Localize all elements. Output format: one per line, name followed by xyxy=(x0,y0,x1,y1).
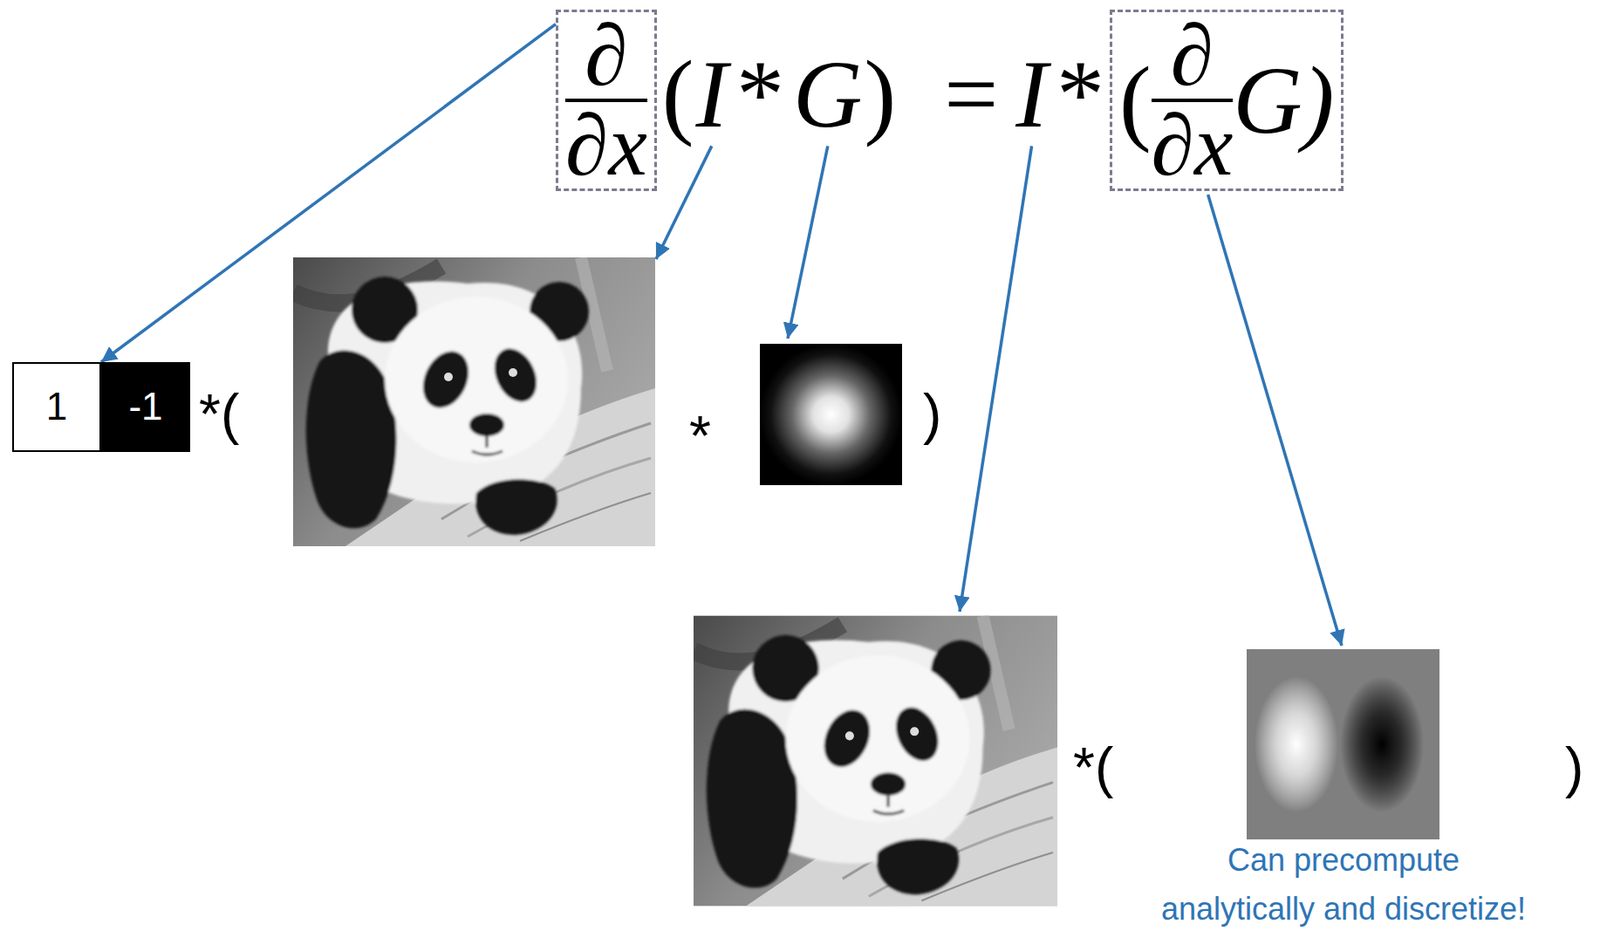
partial-symbol: ∂x xyxy=(565,103,648,187)
convolution-operator: * xyxy=(736,46,785,143)
leader-arrow xyxy=(1208,194,1342,646)
derivative-operator-box: ∂∂x xyxy=(555,9,657,192)
image-symbol: I xyxy=(695,46,728,143)
operator: *( xyxy=(1073,739,1114,796)
partial-symbol: ∂ xyxy=(1151,13,1234,97)
paren: ) xyxy=(923,386,942,443)
gaussian-kernel xyxy=(759,343,903,486)
panda-photo xyxy=(293,257,656,547)
panda-photo xyxy=(693,615,1058,907)
paren: ( xyxy=(662,46,695,143)
paren: ) xyxy=(1565,739,1584,796)
convolution-operator: * xyxy=(1056,46,1105,143)
derivative-of-gaussian-box: (∂∂xG) xyxy=(1109,9,1345,192)
filter-value: 1 xyxy=(46,385,68,428)
fraction: ∂∂x xyxy=(565,13,648,187)
leader-arrow xyxy=(656,145,712,260)
connector-arrow xyxy=(101,24,556,363)
operator: * xyxy=(689,408,712,465)
filter-cell: 1 xyxy=(12,362,102,452)
gaussian-symbol: G xyxy=(793,46,862,143)
gaussian-derivative-kernel xyxy=(1246,649,1440,840)
paren: ) xyxy=(864,46,897,143)
caption-note: Can precompute analytically and discreti… xyxy=(1158,835,1529,934)
fraction-bar xyxy=(565,98,648,103)
operator: *( xyxy=(198,386,240,443)
equals-sign: = xyxy=(943,46,999,143)
paren: ( xyxy=(1119,52,1152,149)
partial-symbol: ∂ xyxy=(565,13,648,97)
leader-arrow xyxy=(959,145,1033,612)
filter-value: -1 xyxy=(128,385,163,428)
fraction-bar xyxy=(1151,98,1234,103)
fraction: ∂∂x xyxy=(1151,13,1234,187)
leader-arrow xyxy=(787,145,828,339)
filter-cell: -1 xyxy=(101,362,191,452)
gaussian-symbol: G) xyxy=(1232,52,1334,149)
partial-symbol: ∂x xyxy=(1151,103,1234,187)
image-symbol: I xyxy=(1015,46,1048,143)
